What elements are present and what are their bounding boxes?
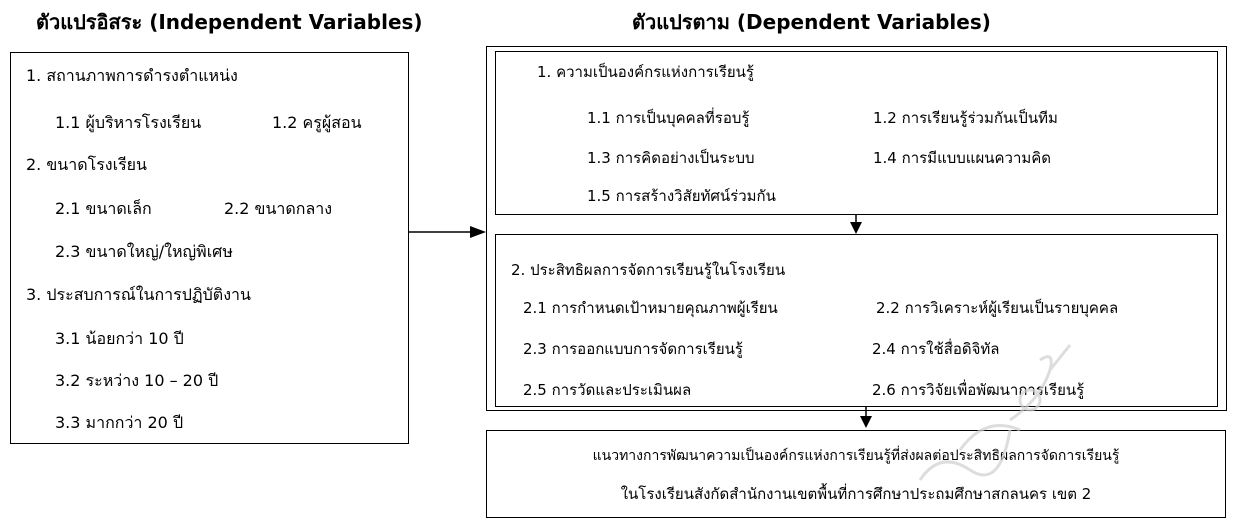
- learning-effectiveness-box: [495, 234, 1218, 407]
- le-measurement-evaluation: 2.5 การวัดและประเมินผล: [523, 381, 692, 399]
- arrow-down-icon: [860, 416, 872, 428]
- var-experience-under-10: 3.1 น้อยกว่า 10 ปี: [55, 329, 184, 348]
- var-experience-10-20: 3.2 ระหว่าง 10 – 20 ปี: [55, 371, 219, 390]
- lo-mental-models: 1.4 การมีแบบแผนความคิด: [873, 149, 1052, 167]
- var-large-school: 2.3 ขนาดใหญ่/ใหญ่พิเศษ: [55, 242, 233, 261]
- var-school-size: 2. ขนาดโรงเรียน: [26, 155, 147, 174]
- var-experience-over-20: 3.3 มากกว่า 20 ปี: [55, 413, 184, 432]
- outcome-box: [486, 430, 1226, 518]
- var-position-status: 1. สถานภาพการดำรงตำแหน่ง: [26, 66, 238, 85]
- lo-personal-mastery: 1.1 การเป็นบุคคลที่รอบรู้: [587, 109, 750, 127]
- le-quality-goals: 2.1 การกำหนดเป้าหมายคุณภาพผู้เรียน: [523, 299, 778, 317]
- dependent-variables-heading: ตัวแปรตาม (Dependent Variables): [632, 10, 991, 34]
- dependent-variables-frame: [486, 46, 1227, 411]
- independent-variables-box: [10, 52, 409, 444]
- independent-variables-heading: ตัวแปรอิสระ (Independent Variables): [36, 10, 423, 34]
- var-school-administrator: 1.1 ผู้บริหารโรงเรียน: [55, 113, 202, 132]
- le-research-development: 2.6 การวิจัยเพื่อพัฒนาการเรียนรู้: [872, 381, 1085, 399]
- le-learning-design: 2.3 การออกแบบการจัดการเรียนรู้: [523, 340, 743, 358]
- learning-organization-title: 1. ความเป็นองค์กรแห่งการเรียนรู้: [537, 63, 754, 81]
- learning-effectiveness-title: 2. ประสิทธิผลการจัดการเรียนรู้ในโรงเรียน: [511, 261, 786, 279]
- outcome-line-1: แนวทางการพัฒนาความเป็นองค์กรแห่งการเรียน…: [592, 448, 1120, 464]
- le-digital-media: 2.4 การใช้สื่อดิจิทัล: [872, 340, 1000, 358]
- watermark-mark: [918, 344, 1072, 481]
- learning-organization-box: [495, 51, 1218, 215]
- var-experience: 3. ประสบการณ์ในการปฏิบัติงาน: [26, 285, 251, 304]
- var-small-school: 2.1 ขนาดเล็ก: [55, 199, 152, 218]
- lo-team-learning: 1.2 การเรียนรู้ร่วมกันเป็นทีม: [873, 109, 1058, 127]
- var-teacher: 1.2 ครูผู้สอน: [272, 113, 362, 132]
- arrow-to-dependent-icon: [470, 226, 486, 238]
- lo-systems-thinking: 1.3 การคิดอย่างเป็นระบบ: [587, 149, 755, 167]
- le-individual-analysis: 2.2 การวิเคราะห์ผู้เรียนเป็นรายบุคคล: [876, 299, 1119, 317]
- arrow-down-icon: [850, 222, 862, 234]
- var-medium-school: 2.2 ขนาดกลาง: [224, 199, 333, 218]
- outcome-line-2: ในโรงเรียนสังกัดสำนักงานเขตพื้นที่การศึก…: [620, 485, 1092, 503]
- lo-shared-vision: 1.5 การสร้างวิสัยทัศน์ร่วมกัน: [587, 187, 776, 205]
